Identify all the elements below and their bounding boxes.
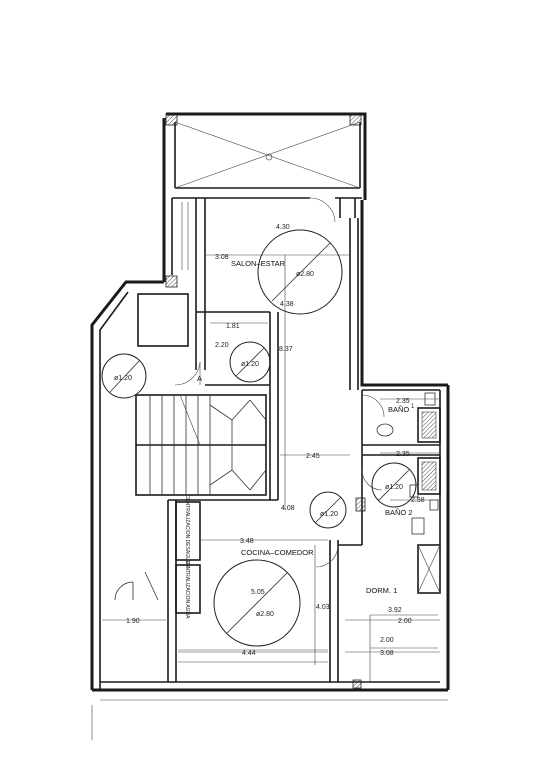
circle-label-bano: ø1.20 (385, 484, 403, 491)
balcony-cross (174, 121, 361, 189)
dim-4-03: 4.03 (316, 604, 330, 611)
dim-5-05: 5.05 (251, 589, 265, 596)
room-label-salon-estar: SALON–ESTAR (231, 259, 286, 268)
room-labels: SALON–ESTAR COCINA–COMEDOR DORM. 1 BAÑO … (197, 259, 415, 595)
stair-mark-a: A (197, 374, 202, 383)
duct-hatch (355, 497, 366, 512)
outer-walls (90, 112, 450, 740)
dim-2-58: 2.58 (411, 497, 425, 504)
circle-label-salon: ø2.80 (296, 271, 314, 278)
dim-2-35-top: 2.35 (396, 398, 410, 405)
dim-3-48: 3.48 (240, 538, 254, 545)
column-hatch (165, 113, 178, 126)
kitchen-walls (114, 499, 362, 682)
dim-4-38: 4.38 (280, 301, 294, 308)
room-label-bano-1-number: 1 (411, 404, 415, 410)
dim-4-30: 4.30 (276, 224, 290, 231)
column-hatch (165, 275, 178, 288)
stairs (135, 394, 267, 496)
circle-label-cocina: ø2.80 (256, 611, 274, 618)
duct-label-desagues: CENTRALIZACION DESAGUES (184, 495, 190, 568)
circle-labels: ø2.80 ø1.20 ø1.20 ø1.20 ø1.20 ø2.80 (114, 271, 403, 618)
dim-1-81: 1.81 (226, 323, 240, 330)
dim-2-45: 2.45 (306, 453, 320, 460)
dim-4-44: 4.44 (242, 650, 256, 657)
sink (376, 423, 394, 437)
dim-2-35-mid: 2.35 (396, 451, 410, 458)
toilet (409, 484, 419, 498)
room-label-cocina-comedor: COCINA–COMEDOR (241, 548, 314, 557)
turning-circle-cocina-small (309, 491, 347, 529)
column-hatch (352, 679, 362, 689)
room-label-bano-1: BAÑO (388, 405, 409, 414)
room-label-bano-2: BAÑO 2 (385, 508, 413, 517)
bathrooms (355, 389, 441, 545)
shower-tray (421, 411, 437, 439)
turning-circle-cocina (213, 559, 301, 647)
turning-circle-salon (257, 229, 343, 315)
dorm-walls (352, 544, 441, 689)
dim-2-20: 2.20 (215, 342, 229, 349)
sink (411, 517, 425, 535)
circle-label-cocina-small: ø1.20 (320, 511, 338, 518)
dim-3-92: 3.92 (388, 607, 402, 614)
dim-1-90: 1.90 (126, 618, 140, 625)
dimension-labels: 4.30 3.08 4.38 1.81 2.20 8.37 2.35 2.45 … (126, 224, 425, 657)
interior-walls (137, 197, 362, 500)
turning-circle-bano (371, 462, 417, 508)
circle-label-hall-mid: ø1.20 (241, 361, 259, 368)
bidet (429, 499, 439, 511)
turning-circles (101, 229, 417, 647)
circle-label-hall-left: ø1.20 (114, 375, 132, 382)
shower-tray (421, 461, 437, 491)
turning-circle-hall-left (101, 353, 147, 399)
dim-4-08: 4.08 (281, 505, 295, 512)
dim-8-37: 8.37 (279, 346, 293, 353)
column-hatch (349, 113, 362, 126)
dim-2-00-a: 2.00 (398, 618, 412, 625)
dim-2-00-b: 2.00 (380, 637, 394, 644)
duct-labels: CENTRALIZACION DESAGUES CENTRALIZACION A… (184, 495, 190, 620)
room-label-dorm-1: DORM. 1 (366, 586, 397, 595)
dim-3-08-dorm: 3.08 (380, 650, 394, 657)
turning-circle-hall-mid (229, 341, 271, 383)
duct-label-agua: CENTRALIZACION AGUA (184, 560, 190, 620)
dimension-lines (102, 254, 440, 665)
dim-3-08-salon: 3.08 (215, 254, 229, 261)
